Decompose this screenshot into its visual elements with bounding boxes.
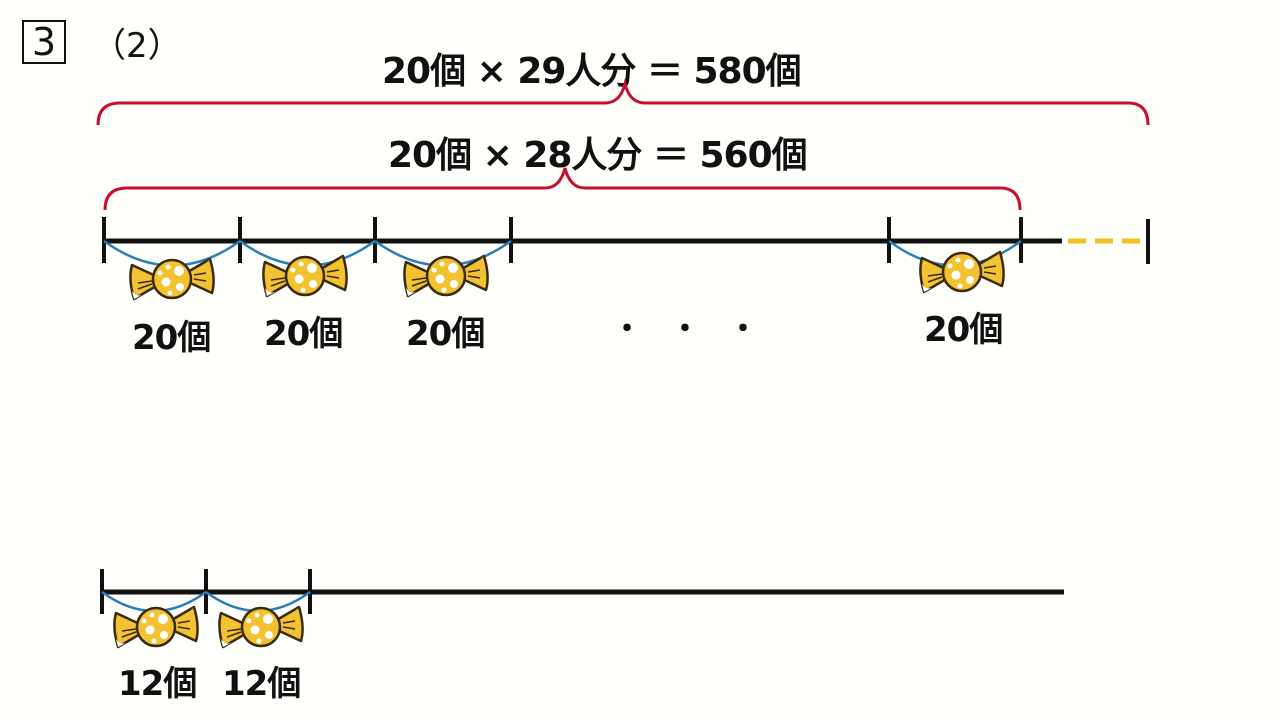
sub-part-label: （2） xyxy=(92,26,182,66)
problem-number-box: 3 xyxy=(22,20,66,64)
candy-icon xyxy=(129,257,215,301)
brace-29-people xyxy=(96,78,1150,126)
segment-label: 20個 xyxy=(924,310,1003,350)
ellipsis: ・ ・ ・ xyxy=(612,312,758,347)
segment-label: 12個 xyxy=(222,664,301,704)
segment-label: 12個 xyxy=(118,664,197,704)
brace-28-people xyxy=(103,167,1022,211)
candy-icon xyxy=(919,250,1005,294)
segment-label: 20個 xyxy=(132,318,211,358)
segment-label: 20個 xyxy=(264,314,343,354)
equation-29-people: 20個 × 29人分 ＝ 580個 xyxy=(382,51,802,92)
candy-icon xyxy=(113,605,199,649)
candy-icon xyxy=(218,605,304,649)
candy-icon xyxy=(262,254,348,298)
equation-28-people: 20個 × 28人分 ＝ 560個 xyxy=(388,135,808,176)
bottom-number-line xyxy=(100,569,1064,614)
segment-label: 20個 xyxy=(406,314,485,354)
